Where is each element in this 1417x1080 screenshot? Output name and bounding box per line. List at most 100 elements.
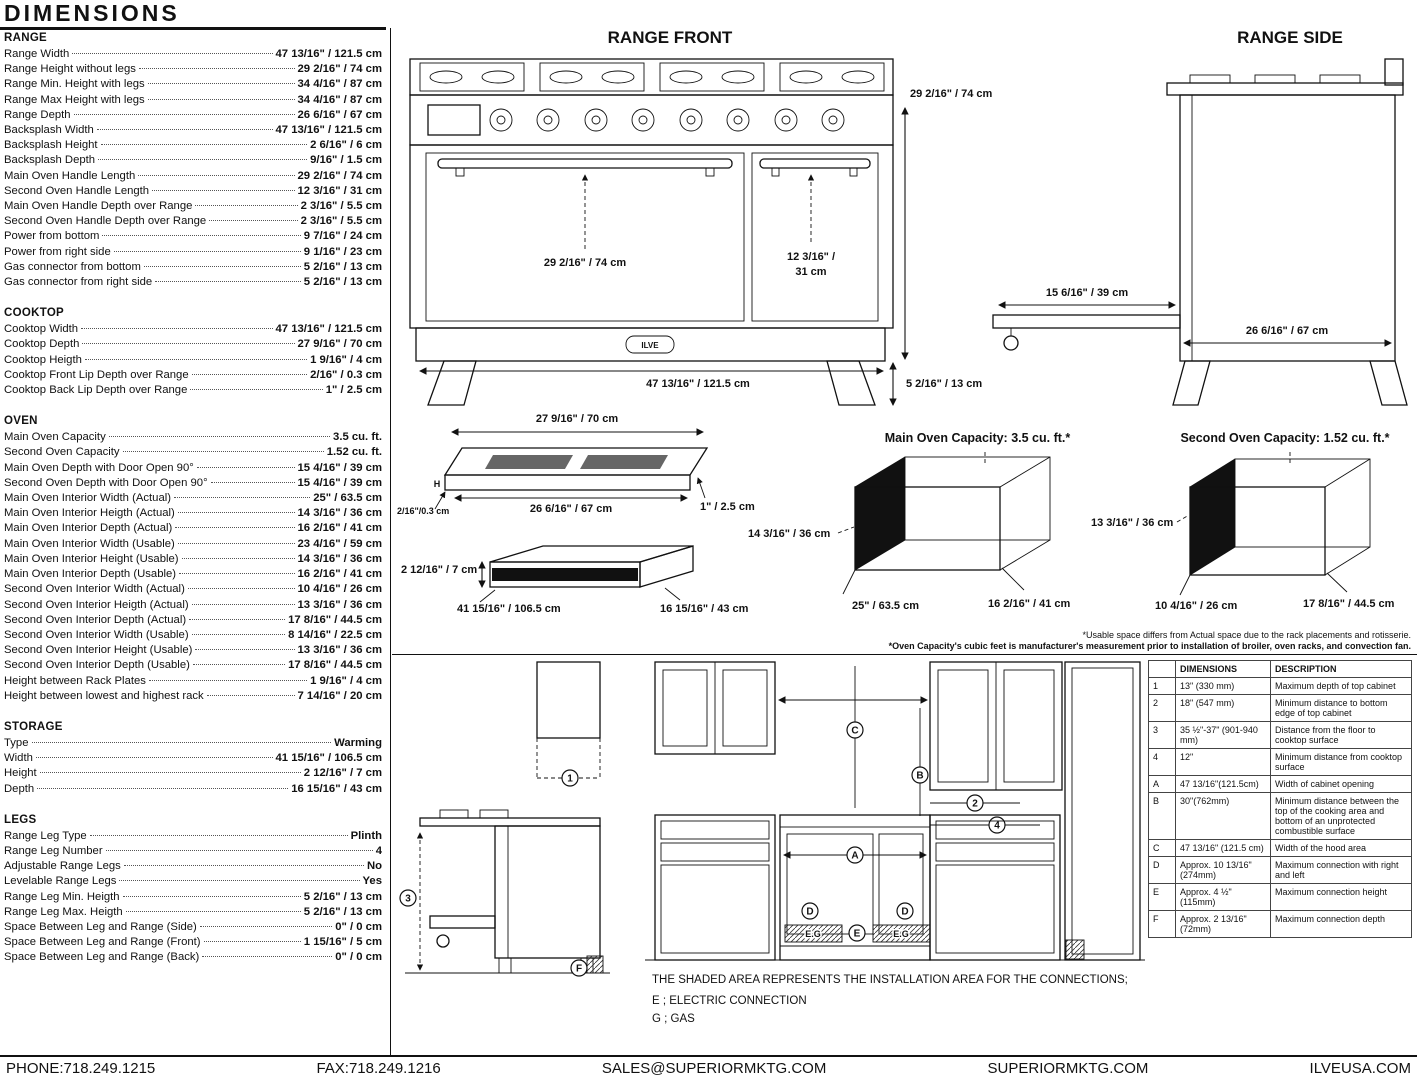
- row-dimensions: 47 13/16" (121.5 cm): [1175, 839, 1271, 857]
- spec-label: Range Leg Max. Heigth: [4, 905, 123, 918]
- brand-logo-text: ILVE: [641, 341, 659, 350]
- install-elevation-diagram: C B 2 4 A: [645, 661, 1145, 961]
- spec-value: 8 14/16" / 22.5 cm: [288, 628, 382, 641]
- spec-value: 13 3/16" / 36 cm: [297, 598, 383, 611]
- row-dimensions: Approx. 2 13/16" (72mm): [1175, 910, 1271, 938]
- spec-value: 34 4/16" / 87 cm: [297, 78, 383, 91]
- dotted-leader: [191, 373, 308, 375]
- svg-text:F: F: [576, 964, 582, 975]
- spec-value: 15 4/16" / 39 cm: [297, 461, 383, 474]
- dotted-leader: [174, 497, 311, 499]
- spec-value: 2 12/16" / 7 cm: [303, 767, 382, 780]
- row-description: Maximum connection with right and left: [1270, 856, 1412, 884]
- spec-value: 27 9/16" / 70 cm: [297, 338, 383, 351]
- back-lip-dim: 1" / 2.5 cm: [700, 501, 755, 513]
- row-id: E: [1148, 883, 1176, 911]
- spec-label: Backsplash Height: [4, 139, 98, 152]
- svg-text:B: B: [916, 771, 923, 782]
- table-row: 2 18" (547 mm) Minimum distance to botto…: [1148, 694, 1412, 722]
- second-oven-wireframe: [1189, 452, 1371, 576]
- marker-4: 4: [988, 816, 1006, 834]
- storage-drawer-front: ILVE: [415, 327, 886, 362]
- dotted-leader: [122, 895, 301, 897]
- dotted-leader: [105, 849, 373, 851]
- dotted-leader: [138, 174, 295, 176]
- row-id: B: [1148, 792, 1176, 840]
- range-side-diagram: 15 6/16" / 39 cm 26 6/16" / 67 cm: [992, 58, 1408, 406]
- section-legs-heading: LEGS: [4, 813, 37, 826]
- dotted-leader: [125, 910, 301, 912]
- dotted-leader: [177, 512, 295, 514]
- spec-value: 23 4/16" / 59 cm: [297, 537, 383, 550]
- svg-text:3: 3: [405, 894, 411, 905]
- dotted-leader: [31, 741, 332, 743]
- spec-label: Gas connector from right side: [4, 276, 153, 289]
- spec-row: Second Oven Interior Depth (Usable) 17 8…: [4, 658, 382, 673]
- spec-value: 16 2/16" / 41 cm: [297, 522, 383, 535]
- spec-label: Main Oven Handle Depth over Range: [4, 200, 193, 213]
- top-cabinet-side: [536, 661, 601, 779]
- section-cooktop: COOKTOP Cooktop Width 47 13/16" / 121.5 …: [4, 307, 382, 398]
- horizontal-divider: [392, 654, 1417, 655]
- footer-email: SALES@SUPERIORMKTG.COM: [601, 1060, 827, 1077]
- marker-d-left: D: [801, 902, 819, 920]
- cooktop-inner-dim: 26 6/16" / 67 cm: [530, 503, 612, 515]
- spec-row: Space Between Leg and Range (Front) 1 15…: [4, 935, 382, 950]
- spec-value: 17 8/16" / 44.5 cm: [288, 659, 382, 672]
- shaded-area-note: THE SHADED AREA REPRESENTS THE INSTALLAT…: [652, 974, 1128, 986]
- spec-label: Range Depth: [4, 108, 71, 121]
- spec-value: 34 4/16" / 87 cm: [297, 93, 383, 106]
- spec-row: Cooktop Width 47 13/16" / 121.5 cm: [4, 322, 382, 337]
- spec-value: No: [366, 860, 382, 873]
- second-oven-dark-face: [1190, 459, 1235, 575]
- section-oven: OVEN Main Oven Capacity 3.5 cu. ft. Seco…: [4, 415, 382, 704]
- spec-row: Space Between Leg and Range (Side) 0" / …: [4, 920, 382, 935]
- row-description: Maximum connection depth: [1270, 910, 1412, 938]
- grate-right: [580, 455, 668, 469]
- spec-row: Second Oven Capacity 1.52 cu. ft.: [4, 445, 382, 460]
- svg-text:C: C: [851, 726, 858, 737]
- dotted-leader: [203, 941, 301, 943]
- spec-value: 29 2/16" / 74 cm: [297, 63, 383, 76]
- marker-c: C: [846, 721, 864, 739]
- spec-label: Second Oven Depth with Door Open 90°: [4, 476, 208, 489]
- door-wheel: [436, 934, 450, 948]
- spec-row: Backsplash Depth 9/16" / 1.5 cm: [4, 153, 382, 168]
- door-open-dim: 15 6/16" / 39 cm: [1046, 287, 1128, 299]
- spec-row: Second Oven Handle Depth over Range 2 3/…: [4, 214, 382, 229]
- spec-value: 2 6/16" / 6 cm: [310, 139, 382, 152]
- range-side-title: RANGE SIDE: [1237, 28, 1343, 47]
- spec-row: Range Depth 26 6/16" / 67 cm: [4, 108, 382, 123]
- second-oven-door: [751, 152, 879, 322]
- spec-value: 16 15/16" / 43 cm: [291, 782, 382, 795]
- dotted-leader: [72, 53, 273, 54]
- spec-label: Space Between Leg and Range (Front): [4, 936, 201, 949]
- side-leg-back: [1369, 360, 1408, 406]
- cooktop-3d: [443, 447, 709, 491]
- spec-label: Gas connector from bottom: [4, 260, 141, 273]
- spec-label: Range Leg Type: [4, 829, 87, 842]
- spec-row: Adjustable Range Legs No: [4, 859, 382, 874]
- table-header-description: DESCRIPTION: [1270, 660, 1412, 678]
- spec-row: Main Oven Interior Depth (Usable) 16 2/1…: [4, 567, 382, 582]
- row-description: Width of the hood area: [1270, 839, 1412, 857]
- electric-gas-area-left: [784, 924, 843, 943]
- range-legs: [427, 360, 876, 406]
- spec-row: Second Oven Interior Width (Usable) 8 14…: [4, 628, 382, 643]
- section-legs-rows: Range Leg Type Plinth Range Leg Number 4…: [4, 829, 382, 966]
- dotted-leader: [81, 328, 273, 330]
- dotted-leader: [148, 679, 308, 681]
- spec-label: Cooktop Front Lip Depth over Range: [4, 368, 189, 381]
- spec-value: Plinth: [350, 829, 382, 842]
- table-body: 1 13" (330 mm) Maximum depth of top cabi…: [1148, 677, 1412, 938]
- main-oven-height-dim: 14 3/16" / 36 cm: [748, 528, 830, 540]
- spec-value: 0" / 0 cm: [335, 920, 382, 933]
- footnote-capacity: *Oven Capacity's cubic feet is manufactu…: [888, 641, 1411, 651]
- spec-value: 7 14/16" / 20 cm: [297, 689, 383, 702]
- spec-label: Cooktop Heigth: [4, 353, 82, 366]
- row-dimensions: 35 ½"-37" (901-940 mm): [1175, 721, 1271, 749]
- spec-row: Width 41 15/16" / 106.5 cm: [4, 751, 382, 766]
- footnote-usable-space: *Usable space differs from Actual space …: [1082, 630, 1411, 640]
- dotted-leader: [102, 235, 301, 237]
